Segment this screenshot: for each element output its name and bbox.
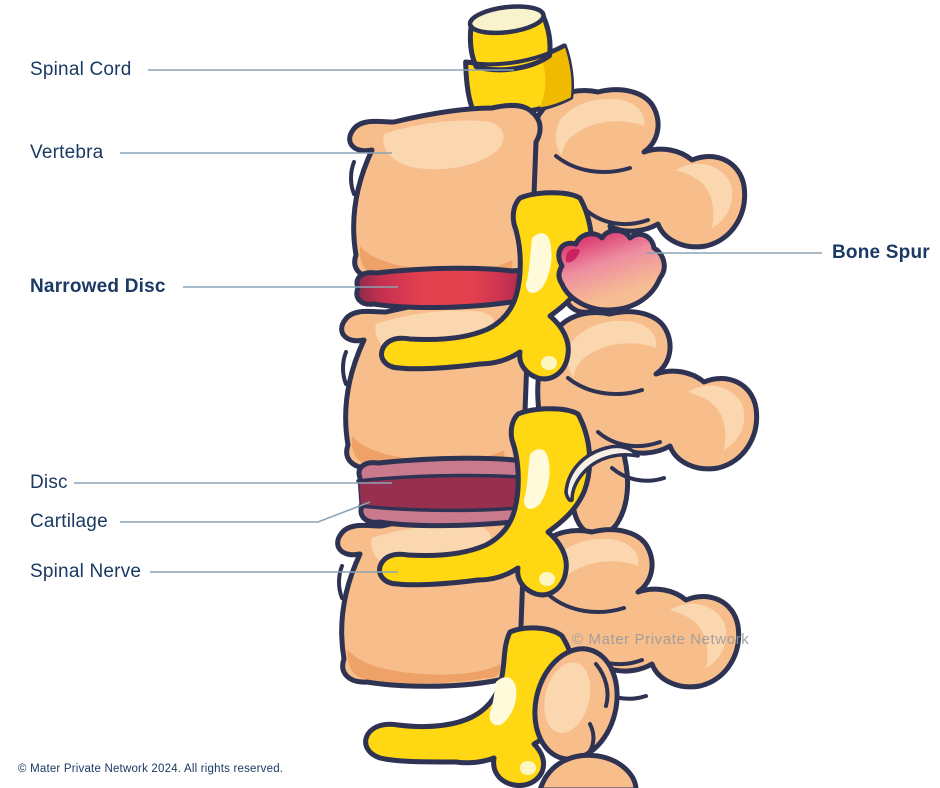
label-disc: Disc <box>30 472 68 493</box>
label-cartilage: Cartilage <box>30 511 108 532</box>
leader-lines <box>74 69 822 573</box>
spinal-cord-graphic <box>463 4 575 117</box>
narrowed-disc-graphic <box>354 265 533 311</box>
label-bone-spur: Bone Spur <box>832 242 930 263</box>
vertebra-upper-body-graphic <box>350 105 540 282</box>
next-vertebra-graphic <box>538 752 639 788</box>
disc-nucleus-graphic <box>359 476 541 512</box>
copyright-footer: © Mater Private Network 2024. All rights… <box>18 763 284 775</box>
label-vertebra: Vertebra <box>30 142 104 163</box>
bone-spur-graphic <box>556 228 667 313</box>
label-spinal-nerve: Spinal Nerve <box>30 561 142 582</box>
facet-joint-space-graphic <box>564 444 640 503</box>
leader-cartilage <box>120 501 371 523</box>
label-narrowed-disc: Narrowed Disc <box>30 276 166 297</box>
label-spinal-cord: Spinal Cord <box>30 59 132 80</box>
watermark: © Mater Private Network <box>572 631 750 648</box>
facet-knob-graphic <box>532 646 620 762</box>
